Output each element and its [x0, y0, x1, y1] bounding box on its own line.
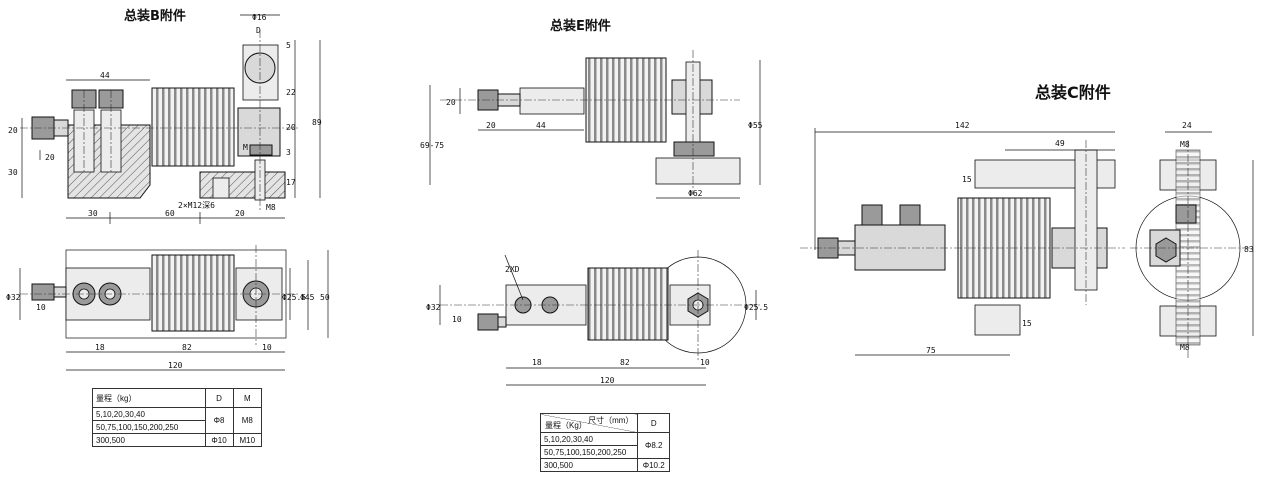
spec-table-b: 量程（kg） D M 5,10,20,30,40 Φ8 M8 50,75,100… — [92, 388, 263, 447]
dim-e-top-82: 82 — [620, 358, 630, 367]
dim-b-top-10b: 10 — [262, 343, 272, 352]
dim-c-m8-top: M8 — [1180, 140, 1190, 149]
dim-e-top-phi25: Φ25.5 — [744, 303, 768, 312]
dim-b-22: 22 — [286, 88, 296, 97]
table-b-d-1: Φ8 — [204, 407, 234, 434]
table-b-m-1: M8 — [232, 407, 263, 434]
table-e-header-size: 尺寸（mm） — [588, 416, 634, 425]
dim-b-17: 17 — [286, 178, 296, 187]
dim-b-89: 89 — [312, 118, 322, 127]
dim-e-top-10: 10 — [452, 315, 462, 324]
dim-e-phi62: Φ62 — [688, 189, 703, 198]
table-e-header-range: 量程（Kg） — [545, 421, 587, 430]
title-assembly-e: 总装E附件 — [550, 18, 611, 34]
dim-b-60: 60 — [165, 209, 175, 218]
table-e-header-diagonal: 尺寸（mm） 量程（Kg） — [539, 413, 639, 433]
assembly-c-end-view: 24 M8 M8 83 — [1130, 121, 1254, 360]
table-e-row-2: 50,75,100,150,200,250 — [539, 445, 639, 459]
dim-e-2xd: 2XD — [505, 265, 520, 274]
dim-e-69-75: 69-75 — [420, 141, 444, 150]
dim-b-top-50: 50 — [320, 293, 330, 302]
table-b-row-3: 300,500 — [92, 433, 206, 447]
table-b-m-2: M10 — [232, 433, 263, 447]
table-b-d-2: Φ10 — [204, 433, 234, 447]
dim-e-20-v: 20 — [446, 98, 456, 107]
dim-c-83: 83 — [1244, 245, 1254, 254]
dim-b-5: 5 — [286, 41, 291, 50]
dim-b-20-a: 20 — [8, 126, 18, 135]
assembly-b-top-view: Φ32 10 Φ25.5 Φ45 50 18 82 10 120 — [6, 245, 330, 371]
dim-b-note: 2×M12深6 — [178, 201, 215, 210]
dim-b-20-b: 20 — [45, 153, 55, 162]
title-assembly-c: 总装C附件 — [1035, 83, 1111, 102]
dim-b-d: D — [256, 26, 261, 35]
dim-e-44: 44 — [536, 121, 546, 130]
table-e-d-2: Φ10.2 — [637, 458, 670, 472]
dim-b-20-c: 20 — [235, 209, 245, 218]
dim-e-top-120: 120 — [600, 376, 615, 385]
table-b-row-2: 50,75,100,150,200,250 — [92, 420, 206, 434]
dim-b-30-v: 30 — [8, 168, 18, 177]
dim-b-phi16: Φ16 — [252, 13, 267, 22]
dim-c-75: 75 — [926, 346, 936, 355]
dim-b-30: 30 — [88, 209, 98, 218]
table-e-d-1: Φ8.2 — [637, 432, 670, 459]
spec-table-e: 尺寸（mm） 量程（Kg） D 5,10,20,30,40 Φ8.2 50,75… — [539, 413, 670, 472]
dim-c-15: 15 — [962, 175, 972, 184]
dim-c-15b: 15 — [1022, 319, 1032, 328]
dim-c-m8-bottom: M8 — [1180, 343, 1190, 352]
table-b-row-1: 5,10,20,30,40 — [92, 407, 206, 421]
dim-b-top-82: 82 — [182, 343, 192, 352]
table-e-header-d: D — [637, 413, 670, 433]
dim-b-top-18: 18 — [95, 343, 105, 352]
dim-b-top-phi25: Φ25.5 — [282, 293, 306, 302]
table-e-row-1: 5,10,20,30,40 — [539, 432, 639, 446]
dim-b-top-phi45: Φ45 — [300, 293, 315, 302]
dim-e-phi55: Φ55 — [748, 121, 763, 130]
dim-e-top-phi32: Φ32 — [426, 303, 441, 312]
dim-b-top-phi32: Φ32 — [6, 293, 21, 302]
table-b-header-m: M — [232, 388, 263, 408]
assembly-c-front-view: 142 49 15 15 75 — [800, 121, 1125, 356]
dim-c-24: 24 — [1182, 121, 1192, 130]
dim-b-3: 3 — [286, 148, 291, 157]
table-b-header-range: 量程（kg） — [92, 388, 206, 408]
dim-b-20-right: 20 — [286, 123, 296, 132]
dim-c-142: 142 — [955, 121, 970, 130]
dim-b-m8: M8 — [266, 203, 276, 212]
dim-e-20: 20 — [486, 121, 496, 130]
assembly-b-side-view: Φ16 D 5 22 20 3 89 17 44 20 30 20 M 30 6… — [8, 13, 322, 224]
dim-e-top-10b: 10 — [700, 358, 710, 367]
table-e-row-3: 300,500 — [539, 458, 639, 472]
title-assembly-b: 总装B附件 — [124, 8, 186, 24]
dim-b-top-10: 10 — [36, 303, 46, 312]
table-b-header-d: D — [204, 388, 234, 408]
dim-b-m: M — [243, 143, 248, 152]
assembly-e-top-view: 2XD Φ32 10 Φ25.5 18 82 10 120 — [426, 250, 768, 386]
dim-e-top-18: 18 — [532, 358, 542, 367]
dim-b-44: 44 — [100, 71, 110, 80]
dim-b-top-120: 120 — [168, 361, 183, 370]
dim-c-49: 49 — [1055, 139, 1065, 148]
assembly-e-side-view: 20 69-75 20 44 Φ55 Φ62 — [420, 50, 763, 199]
